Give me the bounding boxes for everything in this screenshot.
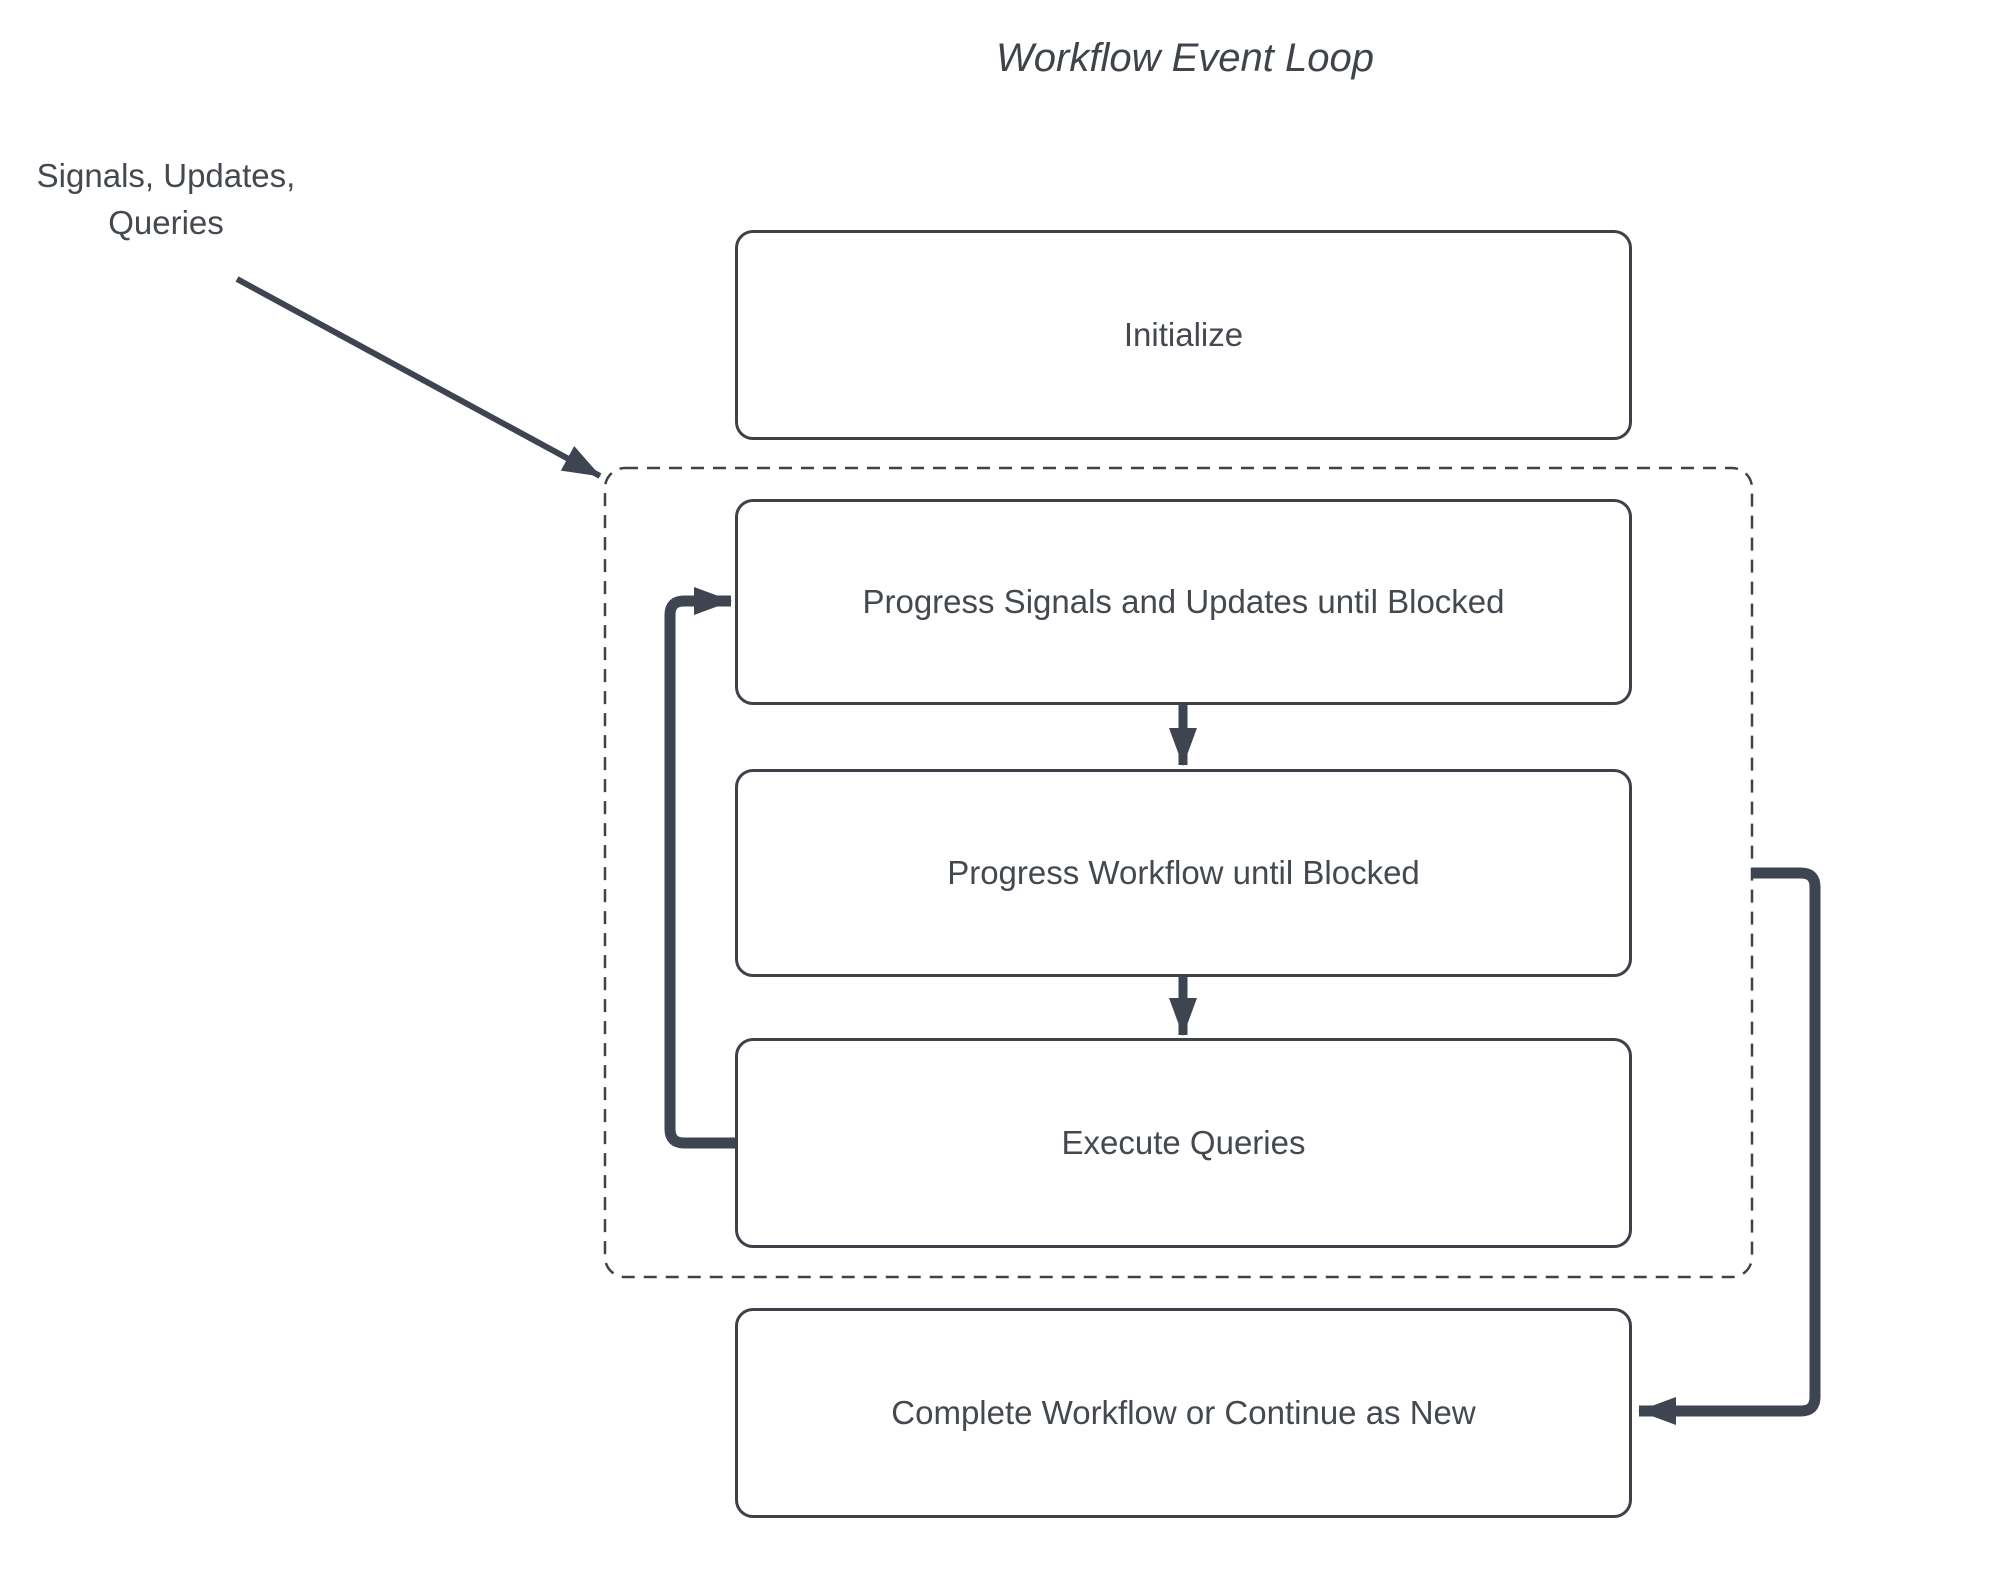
node-progress-signals-label: Progress Signals and Updates until Block… [862, 583, 1505, 620]
exit-loop-arrow [1638, 867, 1821, 1425]
signals-label-line2: Queries [108, 204, 224, 241]
node-initialize-label: Initialize [1123, 316, 1244, 353]
node-initialize: Initialize [735, 230, 1632, 440]
node-execute-queries-label: Execute Queries [1061, 1124, 1306, 1161]
signals-input-arrow [235, 276, 602, 479]
node-progress-workflow-label: Progress Workflow until Blocked [947, 854, 1420, 891]
signals-updates-queries-label: Signals, Updates, Queries [10, 152, 322, 246]
node-complete-workflow: Complete Workflow or Continue as New [735, 1308, 1632, 1518]
loop-back-arrow [664, 587, 737, 1149]
node-progress-workflow: Progress Workflow until Blocked [735, 769, 1632, 977]
node-execute-queries: Execute Queries [735, 1038, 1632, 1248]
signals-label-line1: Signals, Updates, [36, 157, 296, 194]
diagram-title: Workflow Event Loop [996, 36, 1374, 80]
node-complete-workflow-label: Complete Workflow or Continue as New [891, 1394, 1476, 1431]
node-progress-signals-and-updates: Progress Signals and Updates until Block… [735, 499, 1632, 705]
